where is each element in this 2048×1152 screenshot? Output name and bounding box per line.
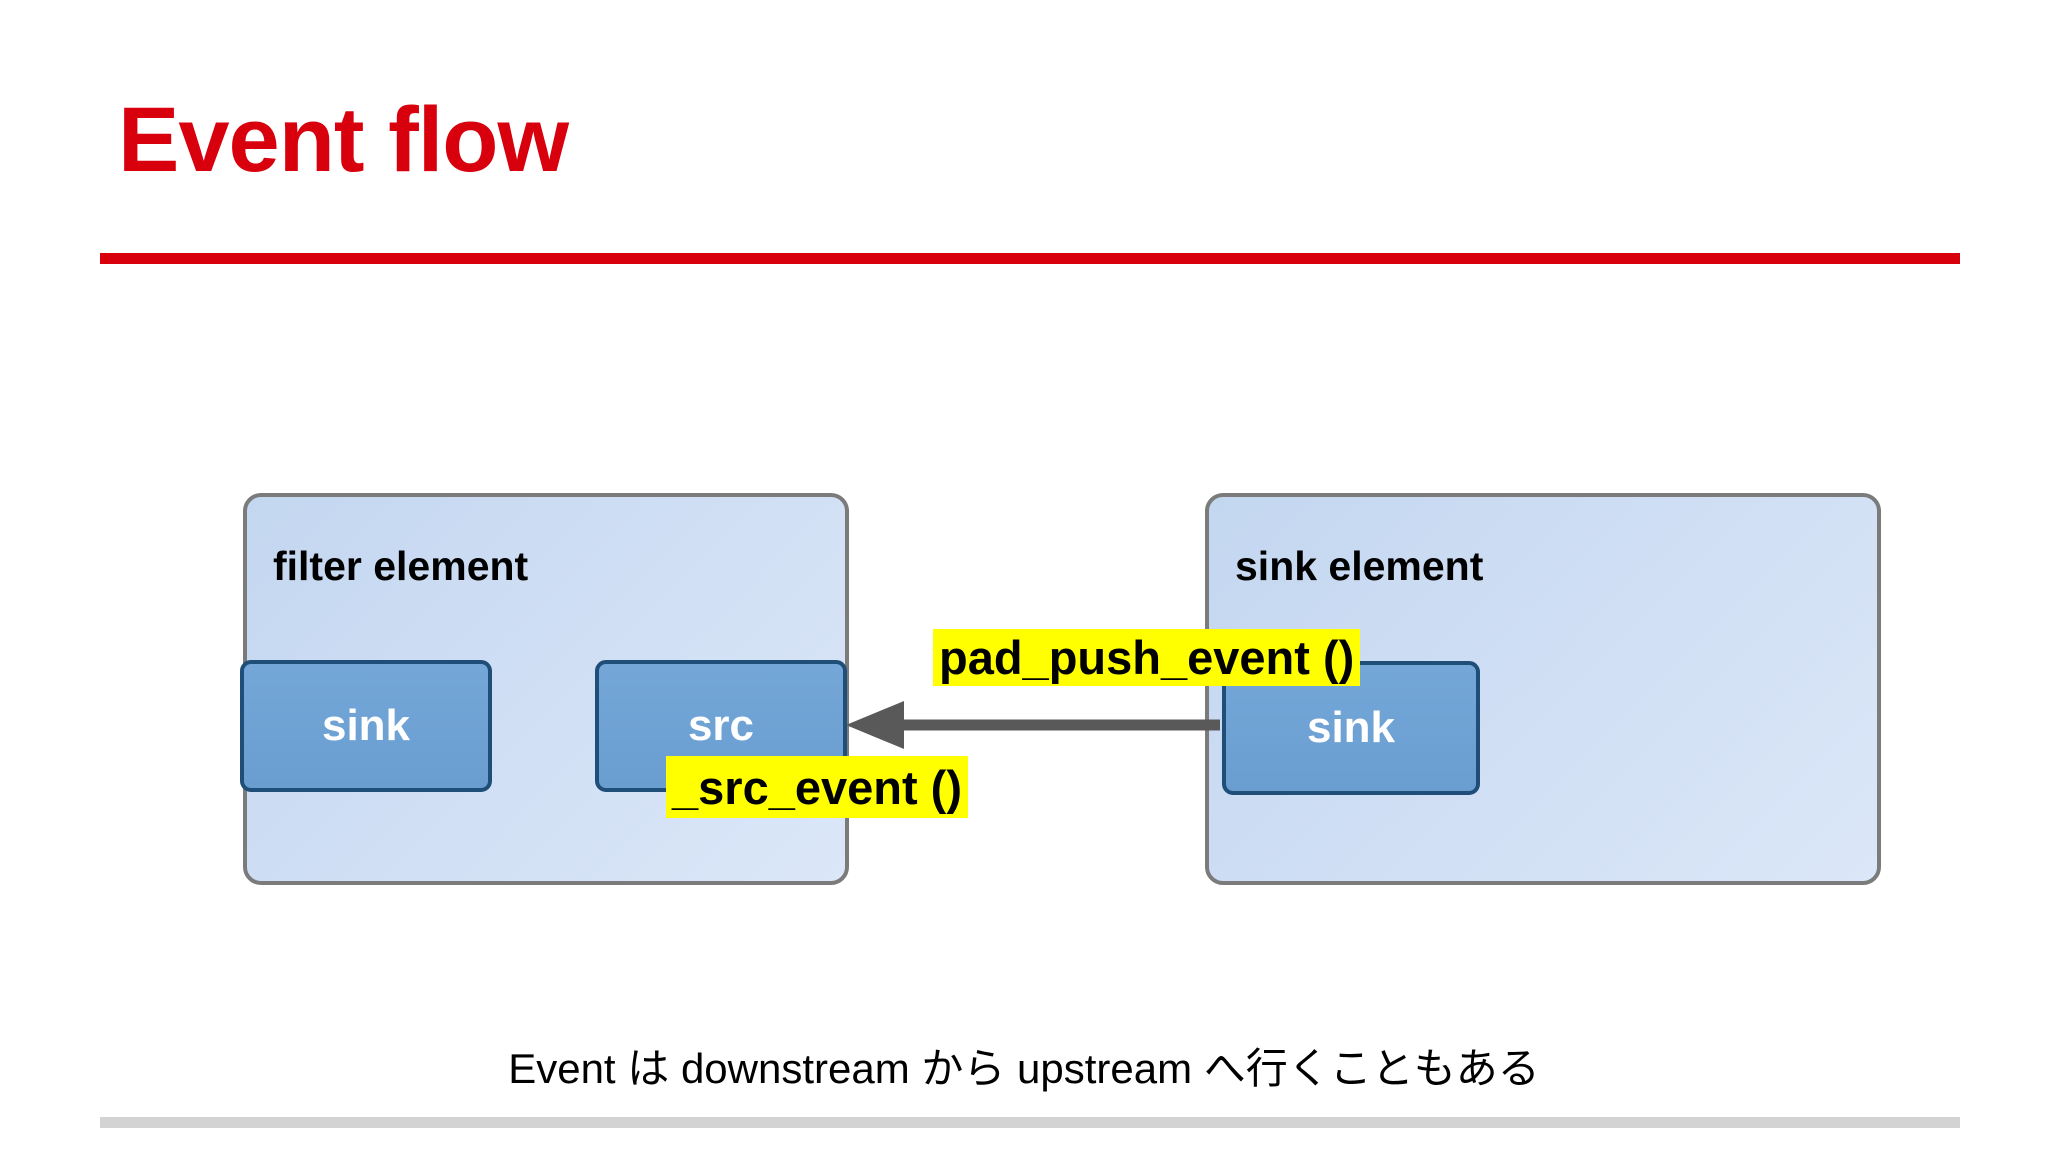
sink-element-label: sink element [1235,543,1484,589]
src-event-label: _src_event () [666,756,968,818]
filter-element-label: filter element [273,543,529,589]
footer-divider [100,1117,1960,1128]
page-title: Event flow [118,89,569,191]
filter-sink-pad: sink [240,660,492,792]
upstream-event-arrow-icon [846,701,1220,749]
filter-src-pad-label: src [687,701,755,750]
slide-caption: Event は downstream から upstream へ行くこともある [508,1045,1540,1092]
sink-sink-pad-label: sink [1306,703,1396,752]
title-divider [100,253,1960,264]
pad-push-event-label: pad_push_event () [933,629,1361,686]
filter-sink-pad-label: sink [321,701,411,750]
